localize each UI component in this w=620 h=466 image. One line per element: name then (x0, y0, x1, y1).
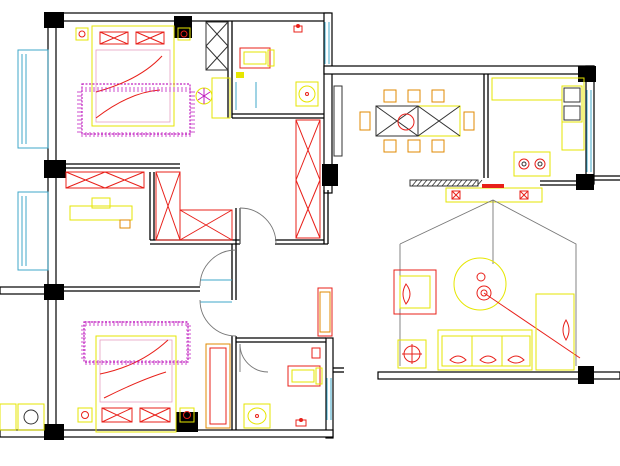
double-bed (91, 25, 175, 127)
tall-cabinet (317, 287, 333, 337)
column (322, 164, 338, 186)
centerpiece (397, 113, 415, 131)
column (44, 284, 64, 300)
column (578, 366, 594, 384)
chair (431, 89, 445, 103)
sink (295, 81, 319, 107)
column (44, 160, 66, 178)
side-table (397, 339, 427, 369)
stove (513, 151, 551, 177)
blanket (95, 49, 171, 123)
window-bedroom1 (17, 49, 49, 149)
dining-chairs (359, 89, 475, 153)
double-bed (95, 335, 177, 433)
walls (0, 12, 620, 439)
door-swing (199, 299, 237, 337)
column (578, 66, 596, 82)
columns (44, 12, 596, 440)
rug-fringes (77, 87, 195, 365)
closet (179, 209, 233, 241)
closet (155, 171, 181, 241)
nightstand (75, 27, 89, 41)
chair (407, 139, 421, 153)
closet (205, 21, 229, 71)
monitor (91, 197, 111, 209)
door-swing (199, 249, 237, 287)
column (576, 174, 594, 190)
side-unit (17, 403, 45, 431)
hall-cabinet (295, 119, 321, 239)
sink (243, 403, 271, 429)
column (174, 16, 192, 38)
rug (81, 83, 191, 135)
pillow (101, 407, 133, 423)
bath2-right-wall (325, 337, 334, 439)
window-study (17, 191, 49, 271)
chair (431, 139, 445, 153)
living-room (393, 184, 581, 371)
cabinet (295, 119, 321, 239)
living-bottom-wall (377, 371, 620, 380)
chair (119, 219, 131, 229)
chair (359, 111, 371, 131)
toilet (239, 47, 271, 69)
bathroom-2 (243, 347, 323, 429)
wardrobe (205, 343, 231, 429)
side-sofa (535, 293, 575, 371)
toilet (287, 365, 321, 387)
sofa (437, 329, 533, 371)
bottom-wall (0, 429, 334, 438)
nightstand (77, 407, 93, 423)
kitchen-sink (561, 85, 583, 123)
column (44, 12, 64, 28)
left-wall (47, 12, 57, 434)
door-swing (239, 343, 269, 373)
coffee-table (453, 257, 507, 311)
pillow (99, 31, 129, 45)
door-swing (239, 207, 277, 245)
kitchen (491, 77, 585, 177)
chair (407, 89, 421, 103)
desk (69, 205, 133, 221)
column (44, 424, 64, 440)
nightstand (179, 407, 195, 423)
nightstand (177, 27, 191, 41)
bathroom-1 (236, 24, 319, 107)
dining (333, 85, 475, 157)
pillow (139, 407, 171, 423)
study (69, 171, 233, 241)
chair (383, 139, 397, 153)
windows (17, 22, 592, 420)
blanket (99, 339, 173, 403)
chair (383, 89, 397, 103)
armchair (393, 269, 437, 315)
bedroom-1 (65, 21, 231, 189)
kitchen-counter (491, 77, 585, 151)
tv (482, 184, 504, 188)
doors (199, 207, 277, 373)
pillow (135, 31, 165, 45)
shelf (211, 77, 231, 119)
dining-top-wall (323, 65, 595, 75)
chair (463, 111, 475, 131)
wardrobe (65, 171, 145, 189)
